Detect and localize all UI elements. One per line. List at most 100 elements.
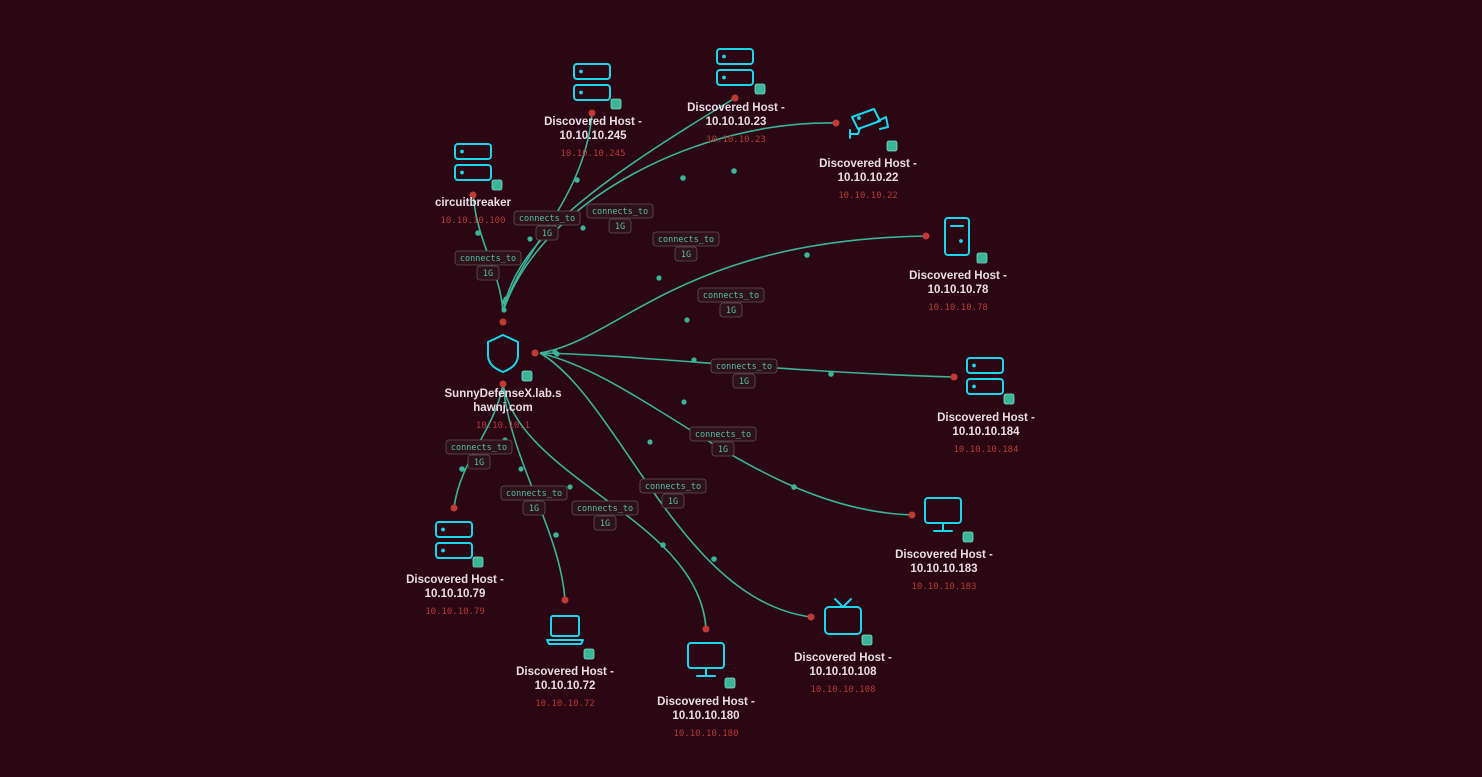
node-h108[interactable]: Discovered Host -10.10.10.10810.10.10.10… (794, 598, 892, 695)
edge-gw-h22[interactable] (502, 122, 837, 313)
status-indicator (583, 648, 595, 660)
node-title: circuitbreaker (435, 197, 512, 209)
edge-type-label: connects_to (695, 430, 751, 440)
edge-midpoint (553, 532, 559, 538)
node-h180[interactable]: Discovered Host -10.10.10.18010.10.10.18… (657, 625, 755, 740)
connection-port[interactable] (950, 373, 958, 381)
edge-junction (691, 357, 697, 363)
node-title: Discovered Host - (687, 102, 785, 114)
edge-gw-h108[interactable] (539, 352, 812, 618)
edge-type-label: connects_to (451, 443, 507, 453)
node-title: 10.10.10.72 (535, 680, 596, 692)
status-indicator (491, 179, 503, 191)
edge-junction (503, 296, 509, 302)
node-title: 10.10.10.183 (910, 563, 977, 575)
edge-midpoint (828, 371, 834, 377)
edge-junction (518, 466, 524, 472)
status-indicator (1003, 393, 1015, 405)
monitor-icon (687, 642, 725, 677)
edge-speed-label: 1G (483, 269, 493, 279)
edge-gw-h78[interactable] (539, 235, 927, 354)
edge-speed-label: 1G (600, 519, 610, 529)
edge-labels-layer: connects_to 1G connects_to 1G connects_to 1G c… (445, 203, 778, 531)
node-h183[interactable]: Discovered Host - 10.10.10.183 10.10.10.18… (895, 497, 993, 592)
node-title: Discovered Host - (909, 270, 1007, 282)
connection-port[interactable] (499, 318, 507, 326)
edge-speed-label: 1G (681, 250, 691, 260)
node-title: Discovered Host - (937, 412, 1035, 424)
edge-junction (501, 307, 507, 313)
connection-port[interactable] (702, 625, 710, 633)
edge-midpoint (791, 484, 797, 490)
node-title: Discovered Host - (406, 574, 504, 586)
node-title: Discovered Host - (895, 549, 993, 561)
edge-junction (684, 317, 690, 323)
node-title: 10.10.10.184 (952, 426, 1020, 438)
edge-type-label: connects_to (703, 291, 759, 301)
server-icon (966, 357, 1004, 395)
node-h184[interactable]: Discovered Host -10.10.10.18410.10.10.18… (937, 357, 1035, 455)
node-ip-address: 10.10.10.180 (673, 729, 738, 739)
server-icon (573, 63, 611, 101)
connection-port[interactable] (832, 119, 840, 127)
edge-type-label: connects_to (460, 254, 516, 264)
laptop-icon (546, 615, 584, 645)
node-ip-address: 10.10.10.23 (706, 135, 766, 145)
camera-icon (849, 108, 889, 139)
status-indicator (724, 677, 736, 689)
connection-port[interactable] (499, 380, 507, 388)
node-ip-address: 10.10.10.78 (928, 303, 988, 313)
node-h245[interactable]: Discovered Host -10.10.10.24510.10.10.24… (544, 63, 642, 159)
edge-junction (656, 275, 662, 281)
edge-midpoint (731, 168, 737, 174)
node-title: 10.10.10.108 (809, 666, 877, 678)
node-title: Discovered Host - (544, 116, 642, 128)
edge-label-cb: connects_to 1G (454, 250, 522, 281)
edge-junction (567, 484, 573, 490)
connection-port[interactable] (531, 349, 539, 357)
monitor-icon (924, 497, 962, 532)
server-icon (454, 143, 492, 181)
connection-port[interactable] (807, 613, 815, 621)
connection-port[interactable] (450, 504, 458, 512)
edge-midpoint (660, 542, 666, 548)
edge-speed-label: 1G (668, 497, 678, 507)
status-indicator (521, 370, 533, 382)
connection-port[interactable] (561, 596, 569, 604)
tv-icon (824, 598, 862, 635)
node-ip-address: 10.10.10.79 (425, 607, 485, 617)
edge-gw-h183[interactable] (539, 352, 913, 516)
connection-port[interactable] (469, 191, 477, 199)
connection-port[interactable] (922, 232, 930, 240)
edge-speed-label: 1G (726, 306, 736, 316)
connection-port[interactable] (908, 511, 916, 519)
edge-gw-h23[interactable] (502, 97, 736, 313)
connection-port[interactable] (588, 109, 596, 117)
edge-speed-label: 1G (615, 222, 625, 232)
node-ip-address: 10.10.10.183 (911, 582, 976, 592)
edge-type-label: connects_to (506, 489, 562, 499)
node-ip-address: 10.10.10.100 (440, 216, 505, 226)
edge-junction (647, 439, 653, 445)
node-h78[interactable]: Discovered Host - 10.10.10.78 10.10.10.78 (909, 217, 1007, 313)
node-title: 10.10.10.78 (928, 284, 989, 296)
connection-port[interactable] (731, 94, 739, 102)
edge-junction (580, 225, 586, 231)
status-indicator (962, 531, 974, 543)
node-title: 10.10.10.245 (559, 130, 627, 142)
node-cb[interactable]: circuitbreaker 10.10.10.100 (435, 143, 512, 226)
status-indicator (472, 556, 484, 568)
node-title: SunnyDefenseX.lab.s (445, 388, 562, 400)
